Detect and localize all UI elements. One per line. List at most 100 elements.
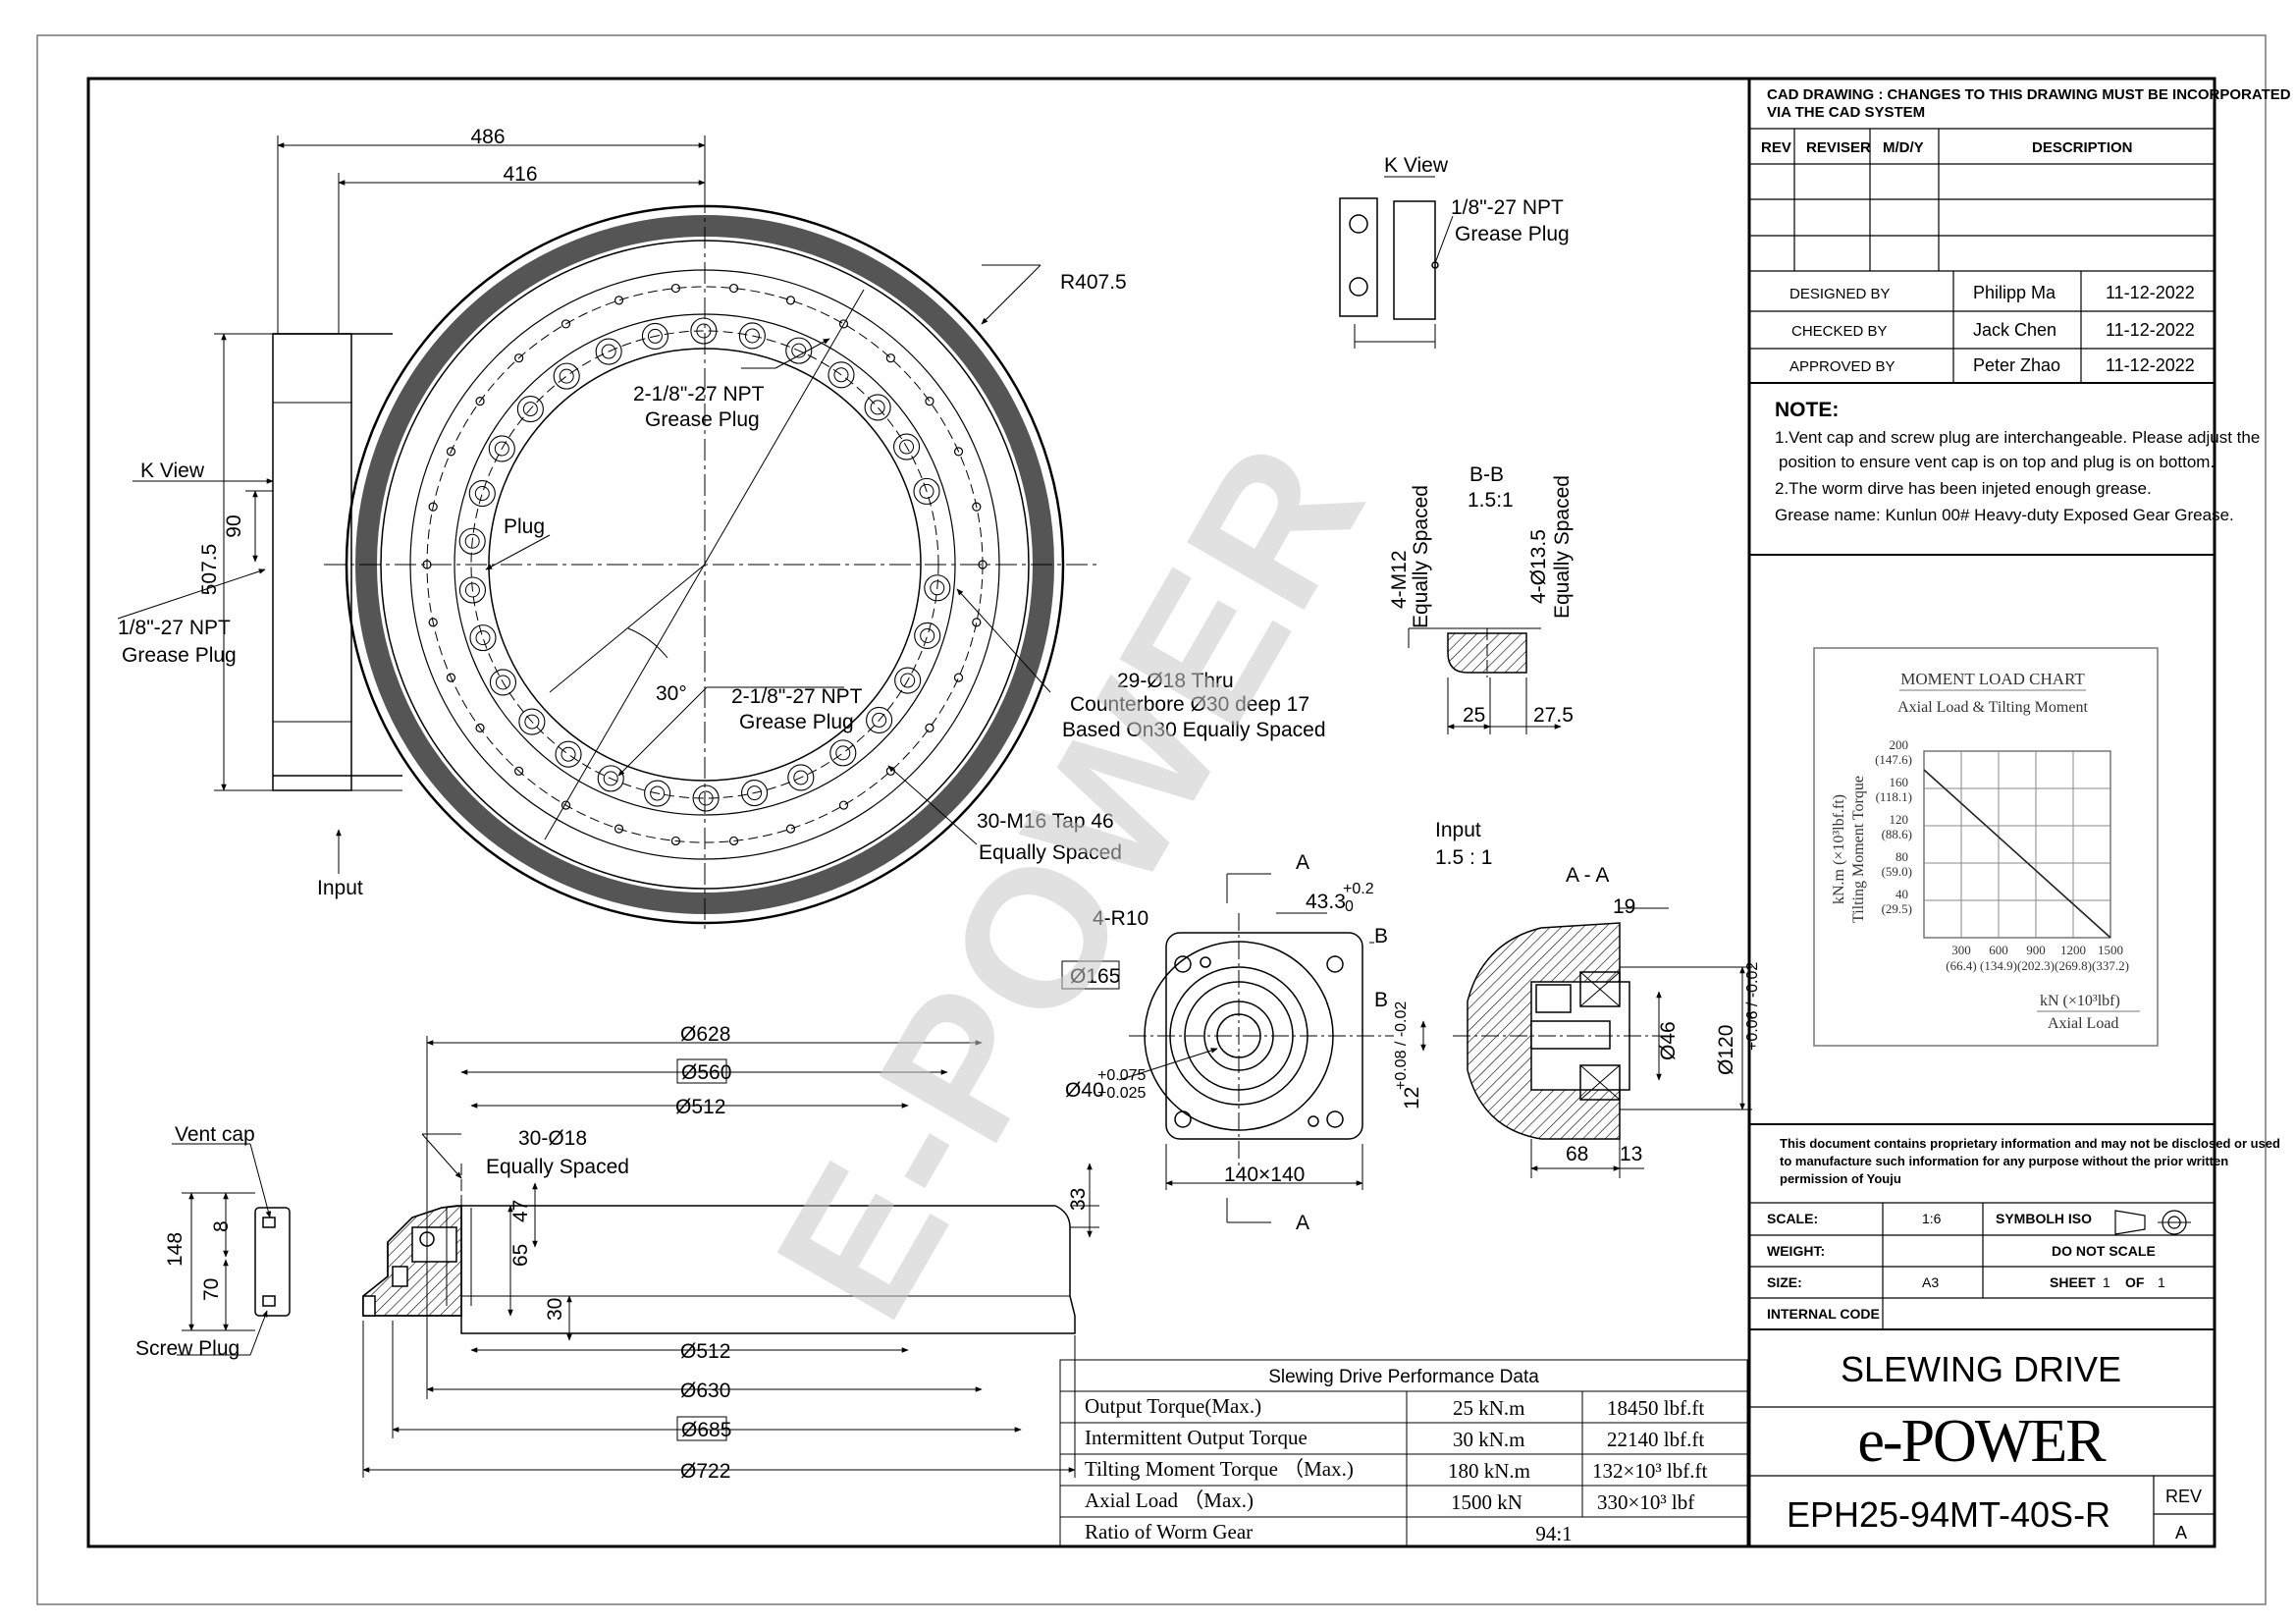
- bb-dim-25: 25: [1463, 704, 1485, 727]
- inner-thru-hole: [601, 344, 616, 359]
- inner-counterbore-hole: [489, 669, 516, 696]
- note-line-4: Grease name: Kunlun 00# Heavy-duty Expos…: [1775, 506, 2234, 524]
- aa-dim-68: 68: [1566, 1143, 1588, 1165]
- inner-thru-hole: [561, 746, 576, 762]
- chart-y-tick-imperial: (59.0): [1882, 864, 1912, 879]
- performance-table: [1059, 1359, 1748, 1547]
- chart-y-tick: 80: [1896, 849, 1908, 864]
- outer-bolt-hole: [614, 824, 624, 834]
- side-dim-148: 148: [164, 1232, 187, 1267]
- inner-thru-hole: [524, 714, 540, 730]
- chart-x-tick: 1500: [2098, 943, 2123, 957]
- outer-bolt-hole: [885, 353, 895, 363]
- outer-bolt-holes: [422, 283, 988, 846]
- side-holes-1: 30-Ø18: [518, 1127, 587, 1150]
- outer-bolt-hole: [925, 723, 934, 732]
- d40-tol-a: +0.075: [1097, 1067, 1146, 1084]
- aa-d120-tol: +0.06 / -0.02: [1744, 962, 1761, 1051]
- outer-bolt-hole: [428, 502, 438, 512]
- outer-bolt-hole: [475, 723, 485, 732]
- side-view-labels: Ø628 Ø560 Ø512 30-Ø18 Equally Spaced Ven…: [135, 1023, 1090, 1483]
- perf-row-1-label: Output Torque(Max.): [1085, 1394, 1261, 1418]
- side-dim-8: 8: [210, 1220, 233, 1232]
- chart-y-tick: 120: [1890, 812, 1909, 827]
- inner-counterbore-hole: [518, 708, 546, 735]
- inner-counterbore-hole: [469, 624, 497, 652]
- inner-thru-hole: [920, 627, 935, 643]
- sheet-value: 1: [2103, 1274, 2110, 1290]
- note-line-1: 1.Vent cap and screw plug are interchang…: [1775, 428, 2260, 447]
- k-view-note-1: 1/8"-27 NPT: [1451, 196, 1564, 219]
- chart-y-unit: kN.m (×10³lbf.ft): [1831, 794, 1847, 904]
- approved-by-name: Peter Zhao: [1973, 355, 2060, 375]
- sec-a-top: A: [1296, 851, 1309, 874]
- npt-bottom-line-1: 2-1/8"-27 NPT: [731, 685, 863, 708]
- inner-counterbore-hole: [555, 740, 582, 768]
- inner-thru-hole: [870, 400, 885, 415]
- inner-thru-hole: [603, 771, 618, 786]
- outer-bolt-hole: [953, 673, 964, 682]
- main-view-dimensions: [117, 135, 1051, 874]
- perf-row-5-metric: 94:1: [1535, 1522, 1572, 1545]
- dim-90: 90: [223, 514, 245, 537]
- inner-thru-hole: [522, 402, 538, 417]
- k-view-label: K View: [140, 460, 205, 482]
- screw-plug-label: Screw Plug: [135, 1337, 240, 1360]
- inner-thru-hole: [793, 770, 809, 785]
- outer-bolt-hole: [925, 397, 934, 406]
- outer-bolt-hole: [785, 824, 796, 834]
- outer-bolt-hole: [838, 319, 849, 329]
- aa-title: A - A: [1566, 864, 1609, 887]
- inner-counterbore-hole: [595, 338, 622, 365]
- inner-counterbore-hole: [864, 394, 891, 421]
- perf-row-5-label: Ratio of Worm Gear: [1085, 1520, 1253, 1543]
- title-block-frame: [1747, 79, 2215, 1546]
- npt-bottom-line-2: Grease Plug: [739, 711, 854, 733]
- tap-line-1: 30-M16 Tap 46: [977, 810, 1114, 833]
- rev-value: A: [2175, 1523, 2187, 1543]
- holes-line-1: 29-Ø18 Thru: [1117, 670, 1234, 692]
- moment-chart-labels: MOMENT LOAD CHART Axial Load & Tilting M…: [1831, 670, 2140, 1032]
- product-title: SLEWING DRIVE: [1841, 1349, 2121, 1389]
- inner-thru-hole: [696, 323, 712, 339]
- perf-row-2-imperial: 22140 lbf.ft: [1607, 1428, 1704, 1451]
- dim-43-3: 43.3: [1306, 891, 1346, 913]
- projection-symbol: [2114, 1210, 2191, 1235]
- outer-bolt-hole: [514, 766, 524, 776]
- side-d685: Ø685: [681, 1419, 731, 1441]
- chart-y-tick-imperial: (147.6): [1875, 752, 1912, 767]
- inner-counterbore-hole: [894, 667, 922, 694]
- dim-12: 12: [1401, 1087, 1423, 1110]
- inner-thru-hole: [464, 582, 480, 598]
- inner-thru-hole: [833, 367, 849, 383]
- perf-row-4-imperial: 330×10³ lbf: [1597, 1490, 1694, 1514]
- of-label: OF: [2125, 1274, 2145, 1290]
- main-front-view: [272, 191, 1099, 933]
- npt-top-line-2: Grease Plug: [645, 408, 760, 431]
- outer-bolt-hole: [446, 447, 456, 457]
- perf-row-2-metric: 30 kN.m: [1453, 1428, 1525, 1451]
- inner-thru-hole: [650, 785, 666, 801]
- chart-series-line: [1923, 769, 2111, 939]
- outer-bolt-hole: [728, 283, 739, 294]
- outer-bolt-hole: [838, 800, 849, 810]
- scale-value: 1:6: [1922, 1211, 1942, 1226]
- inner-thru-hole: [494, 441, 509, 457]
- cad-note-line-1: CAD DRAWING : CHANGES TO THIS DRAWING MU…: [1767, 86, 2291, 103]
- outer-bolt-hole: [972, 502, 982, 512]
- input-view-labels: Input 1.5 : 1 A A B B 43.3 +0.2 0 4-R10 …: [1061, 819, 1492, 1234]
- symbol-label: SYMBOLH ISO: [1996, 1211, 2092, 1226]
- inner-bolt-holes: [458, 317, 951, 812]
- chart-x-tick-imperial: (66.4): [1946, 958, 1976, 973]
- inner-counterbore-hole: [641, 322, 668, 350]
- sec-b-bottom: B: [1374, 989, 1388, 1011]
- rev-header: REV: [1761, 139, 1791, 156]
- title-block-text: CAD DRAWING : CHANGES TO THIS DRAWING MU…: [1761, 86, 2291, 1543]
- do-not-scale: DO NOT SCALE: [2052, 1243, 2156, 1259]
- inner-counterbore-hole: [553, 362, 580, 390]
- perf-row-1-metric: 25 kN.m: [1453, 1396, 1525, 1420]
- section-aa-labels: A - A 19 Ø46 Ø120 +0.06 / -0.02 68 13: [1566, 864, 1761, 1165]
- inner-thru-hole: [872, 712, 887, 728]
- inner-thru-hole: [900, 673, 916, 688]
- inner-counterbore-hole: [913, 477, 940, 505]
